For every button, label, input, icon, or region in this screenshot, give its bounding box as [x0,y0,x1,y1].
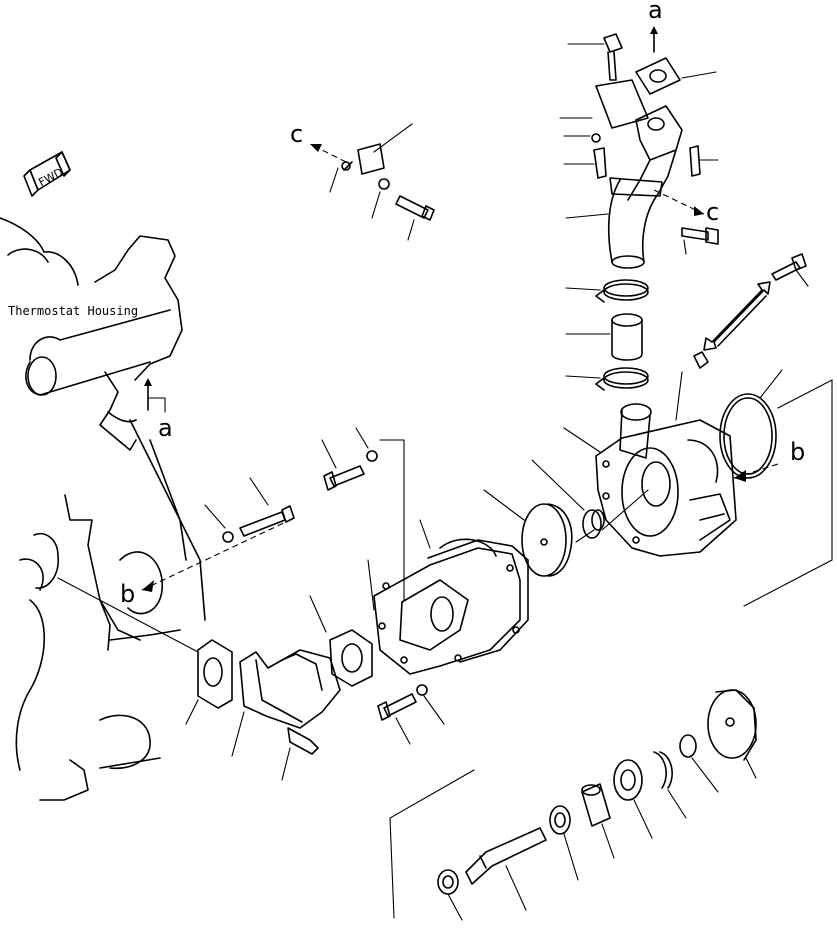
bolt-cover-top [321,427,378,491]
ref-a-left: a [158,414,173,442]
ref-b-right: b [790,438,806,466]
centerline-b-left [141,519,291,591]
bolt-cover-bottom [377,684,445,745]
ref-a-top: a [648,0,663,24]
bolt-top-right [693,253,809,369]
fwd-badge-icon: FWD [23,151,71,197]
pump-body [563,371,737,557]
elbow-assembly [185,595,373,781]
impeller [483,489,595,577]
thermostat-housing-label: Thermostat Housing [8,304,139,318]
cover-plate-assembly [367,439,529,675]
water-seal [531,459,605,539]
hose-and-clamps [565,279,649,391]
arrow-a-lower-icon [144,378,152,386]
bolt-upper-left [204,477,295,543]
shaft-and-bearings [389,689,757,921]
upper-pipe-assembly [309,26,719,269]
ref-c-right: c [706,198,720,226]
o-ring [719,369,833,607]
fwd-text: FWD [36,166,65,190]
engine-block-outline [0,217,206,801]
ref-b-left: b [120,580,136,608]
ref-c-left: c [290,120,304,148]
double-arrow-icon [703,281,771,351]
